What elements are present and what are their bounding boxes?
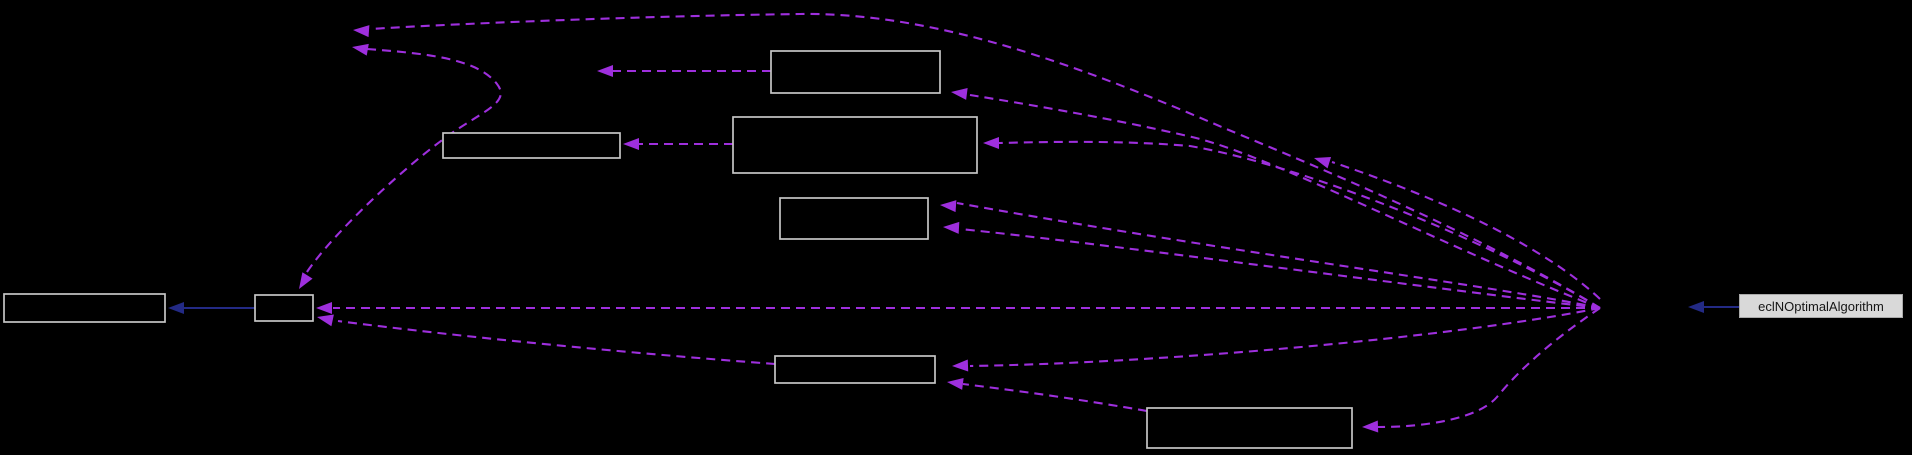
edge-use-hub-to-row4-upper (969, 306, 1601, 368)
node-row3[interactable] (779, 197, 929, 240)
node-mid-left[interactable] (442, 132, 621, 159)
arrowhead-use-hub-to-row3-lower (943, 221, 960, 234)
edge-use-hub-to-top-corner (969, 93, 1601, 309)
node-mid-large[interactable] (732, 116, 978, 174)
arrowhead-use-arc-double (299, 272, 313, 289)
node-row4[interactable] (774, 355, 936, 384)
node-bottom-right[interactable] (1146, 407, 1353, 449)
arrowhead-inherit-label-west (1688, 301, 1704, 313)
edge-use-arc-double (301, 47, 502, 281)
arrowhead-use-hub-to-row3-upper (940, 200, 957, 213)
arrowhead-use-arc-double (352, 43, 369, 56)
ecl-n-optimal-algorithm-node[interactable]: eclNOptimalAlgorithm (1739, 294, 1903, 318)
arrowhead-use-hub-to-bottom-right (1362, 420, 1379, 433)
arrowhead-use-hub-to-large-right (983, 137, 999, 149)
node-far-left[interactable] (3, 293, 166, 323)
arrowhead-use-hub-northwest-clipped (1314, 156, 1332, 169)
node-top[interactable] (770, 50, 941, 94)
arrowhead-use-hub-top-long (353, 25, 370, 38)
arrowhead-use-row4-to-small (317, 314, 334, 327)
arrowhead-use-top-west (597, 65, 613, 77)
edge-use-hub-to-row3-lower (959, 227, 1601, 310)
node-small[interactable] (254, 294, 314, 322)
arrowhead-use-hub-to-row4-upper (952, 359, 969, 372)
arrowhead-use-bottomright-to-row4 (947, 377, 964, 390)
arrowhead-use-hub-horizontal-to-small (316, 302, 332, 314)
edge-use-hub-top-long (369, 12, 1601, 309)
edge-use-hub-to-row3-upper (956, 201, 1601, 310)
arrowhead-use-large-to-midleft (623, 138, 639, 150)
arrowhead-inherit-small-to-far-left (168, 302, 184, 314)
edge-use-hub-to-large-right (998, 140, 1601, 309)
arrowhead-use-hub-to-top-corner (951, 87, 968, 100)
edge-use-hub-northwest-clipped (1331, 161, 1601, 300)
edge-use-row4-to-small (337, 319, 776, 366)
edge-use-hub-to-bottom-right (1377, 307, 1601, 429)
edge-use-bottomright-to-row4 (962, 382, 1148, 413)
